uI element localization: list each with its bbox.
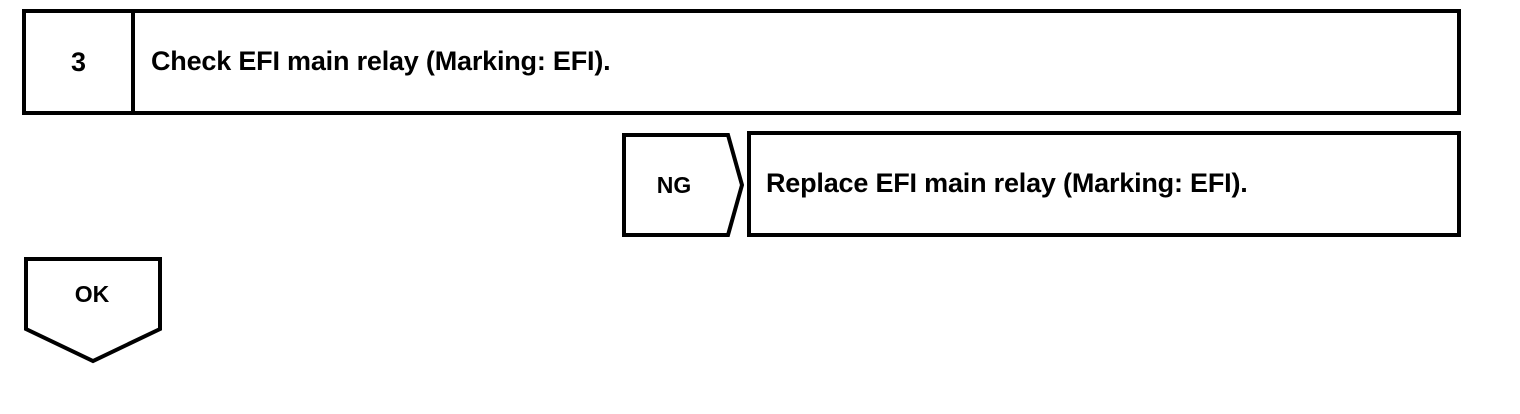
ok-pentagon-arrow-icon bbox=[24, 257, 162, 364]
action-text: Replace EFI main relay (Marking: EFI). bbox=[766, 168, 1248, 199]
step-instruction-text: Check EFI main relay (Marking: EFI). bbox=[151, 46, 611, 77]
step-number-cell: 3 bbox=[26, 13, 135, 111]
branch-ok: OK bbox=[22, 255, 164, 365]
step-instruction-cell: Check EFI main relay (Marking: EFI). bbox=[135, 13, 1457, 111]
branch-ng: NG bbox=[620, 131, 744, 239]
ng-pentagon-arrow-icon bbox=[622, 133, 744, 237]
step-row: 3 Check EFI main relay (Marking: EFI). bbox=[22, 9, 1461, 115]
step-number: 3 bbox=[70, 46, 87, 77]
action-box-replace: Replace EFI main relay (Marking: EFI). bbox=[747, 131, 1461, 237]
